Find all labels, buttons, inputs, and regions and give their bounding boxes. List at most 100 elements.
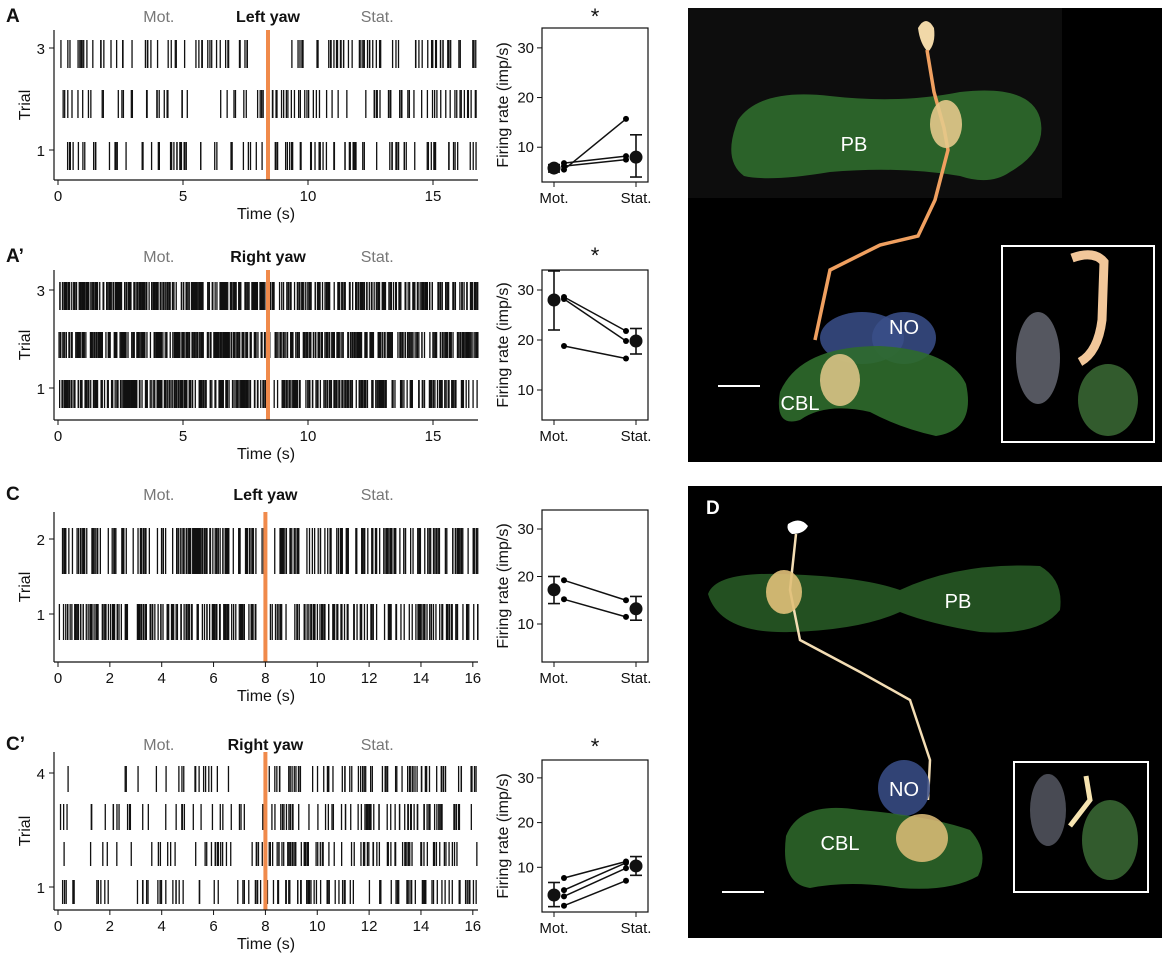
y-tick-label: 30 [517,282,534,299]
x-axis-label: Time (s) [237,446,295,463]
trial-tick-label: 1 [37,880,45,897]
x-tick-label: 8 [261,918,269,935]
trial-point [623,115,629,122]
x-tick-label: 5 [179,188,187,205]
motion-label: Mot. [143,737,174,754]
x-tick-label: 6 [209,670,217,687]
x-tick-label: 0 [54,188,62,205]
motion-label: Mot. [143,9,174,26]
panel-label: A’ [6,246,24,267]
motion-label: Mot. [143,487,174,504]
trial-line [563,598,627,618]
inset-neuron [1068,775,1093,828]
x-tick-label: 2 [106,670,114,687]
neuron-arbor-cbl [896,814,948,862]
neuron-soma [787,520,808,534]
trial-point [561,875,567,882]
trial-tick-label: 1 [37,607,45,624]
trial-point [561,577,567,584]
trial-point [561,296,567,302]
plot-frame [541,27,649,183]
mean-point [629,859,643,873]
trial-line [563,155,627,164]
x-tick-label: Stat. [621,428,652,445]
x-axis-label: Time (s) [237,688,295,705]
region-label: CBL [781,393,820,415]
y-tick-label: 20 [517,90,534,107]
motion-label: Mot. [143,249,174,266]
mean-point [547,293,561,307]
y-tick-label: 20 [517,332,534,349]
x-tick-label: 15 [425,188,442,205]
significance-star: * [591,734,600,759]
trial-point [561,902,567,909]
x-tick-label: Stat. [621,670,652,687]
x-tick-label: 0 [54,918,62,935]
stimulus-label: Left yaw [233,487,298,504]
x-tick-label: Mot. [539,670,568,687]
trial-line [563,298,627,342]
y-tick-label: 30 [517,770,534,787]
y-tick-label: 10 [517,382,534,399]
spike-trains [59,766,478,904]
trial-line [563,880,627,907]
y-axis-label: Trial [17,330,34,361]
y-axis-label: Trial [17,90,34,121]
x-tick-label: 10 [309,670,326,687]
stimulus-label: Right yaw [230,249,306,266]
trial-line [563,860,627,879]
y-tick-label: 20 [517,815,534,832]
x-tick-label: 10 [309,918,326,935]
panel-label: A [6,6,20,27]
mean-point [629,602,643,616]
panel-label: C’ [6,734,25,755]
trial-point [623,865,629,872]
trial-tick-label: 3 [37,283,45,300]
x-tick-label: 16 [464,670,481,687]
x-tick-label: 5 [179,428,187,445]
neuron-arbor-pb [930,100,962,148]
x-tick-label: 14 [413,918,430,935]
plot-frame [541,509,649,663]
trial-line [563,345,627,360]
neuron-soma [918,21,935,52]
spike-trains [60,40,477,170]
trial-point [623,355,629,362]
mean-point [547,888,561,902]
region-label: PB [945,591,972,613]
y-axis-label: Trial [17,816,34,847]
image-panel-b: BPBNOCBL [688,8,1162,462]
stationary-label: Stat. [361,9,394,26]
inset-neuron [1070,250,1109,366]
trial-line [563,867,627,898]
x-tick-label: 12 [361,918,378,935]
x-tick-label: 6 [209,918,217,935]
y-axis-label: Firing rate (imp/s) [495,523,512,648]
x-tick-label: 0 [54,428,62,445]
neuron-arbor-pb [766,570,802,614]
trial-point [561,893,567,900]
stationary-label: Stat. [361,737,394,754]
trial-line [563,862,627,891]
inset-nodulus [1016,312,1060,404]
x-tick-label: Stat. [621,920,652,937]
x-tick-label: 4 [158,918,166,935]
y-axis-label: Trial [17,572,34,603]
panel-label: C [6,484,20,505]
trial-line [563,158,627,167]
stationary-label: Stat. [361,487,394,504]
trial-point [623,328,629,334]
trial-line [563,118,627,171]
trial-tick-label: 4 [37,766,45,783]
trial-point [561,160,567,167]
y-tick-label: 10 [517,139,534,156]
x-tick-label: 2 [106,918,114,935]
trial-tick-label: 3 [37,41,45,58]
